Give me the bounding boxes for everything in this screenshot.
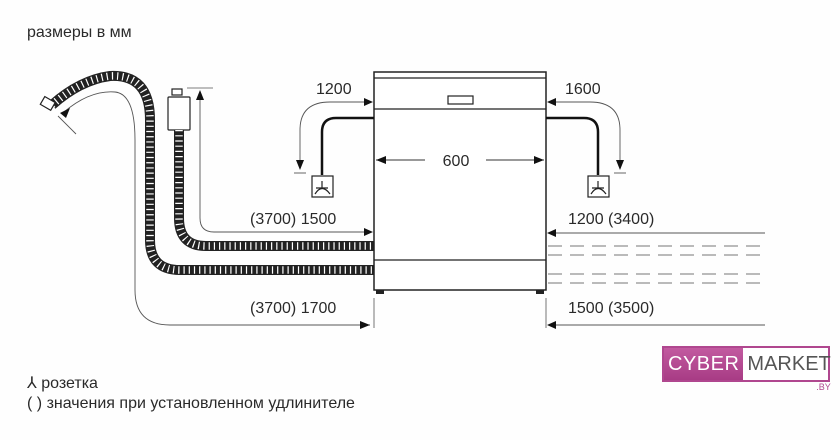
- inlet-hose: [174, 130, 374, 251]
- drain-hose-end: [39, 95, 57, 112]
- parens-legend-label: значения при установленном удлинителе: [46, 395, 355, 412]
- drain-hose: [48, 70, 374, 275]
- foot-left: [376, 290, 384, 294]
- logo-market-text: MARKET: [747, 352, 831, 375]
- socket-icon: [587, 175, 610, 198]
- cybermarket-logo[interactable]: CYBER MARKET .BY: [662, 346, 831, 392]
- socket-legend-label: розетка: [41, 375, 98, 392]
- right-drain-length-label: 1500 (3500): [568, 300, 654, 317]
- legend-extension: ( ) значения при установленном удлинител…: [27, 394, 355, 413]
- parens-legend-symbol: ( ): [27, 395, 43, 412]
- logo-cyber: CYBER: [664, 348, 744, 380]
- legend-socket: ⅄ розетка: [27, 374, 98, 393]
- cord-left-length-label: 1200: [316, 81, 352, 98]
- power-cord-left: [320, 116, 374, 175]
- foot-right: [536, 290, 544, 294]
- aquastop-valve-cap: [171, 88, 183, 96]
- power-cord-right: [546, 116, 600, 175]
- drain-hose-length-label: (3700) 1700: [250, 300, 336, 317]
- logo-market: MARKET .BY: [743, 348, 834, 393]
- aquastop-valve: [167, 96, 191, 131]
- socket-legend-icon: ⅄: [27, 375, 37, 392]
- cord-right-length-label: 1600: [565, 81, 601, 98]
- diagram-title: размеры в мм: [27, 24, 132, 41]
- control-panel-display: [447, 95, 474, 105]
- socket-icon: [311, 175, 334, 198]
- width-dimension-label: 600: [443, 153, 470, 170]
- hose-extension-dashed: [548, 245, 765, 284]
- logo-domain-suffix: .BY: [816, 382, 831, 392]
- dishwasher: [373, 71, 547, 294]
- right-inlet-length-label: 1200 (3400): [568, 211, 654, 228]
- inlet-hose-length-label: (3700) 1500: [250, 211, 336, 228]
